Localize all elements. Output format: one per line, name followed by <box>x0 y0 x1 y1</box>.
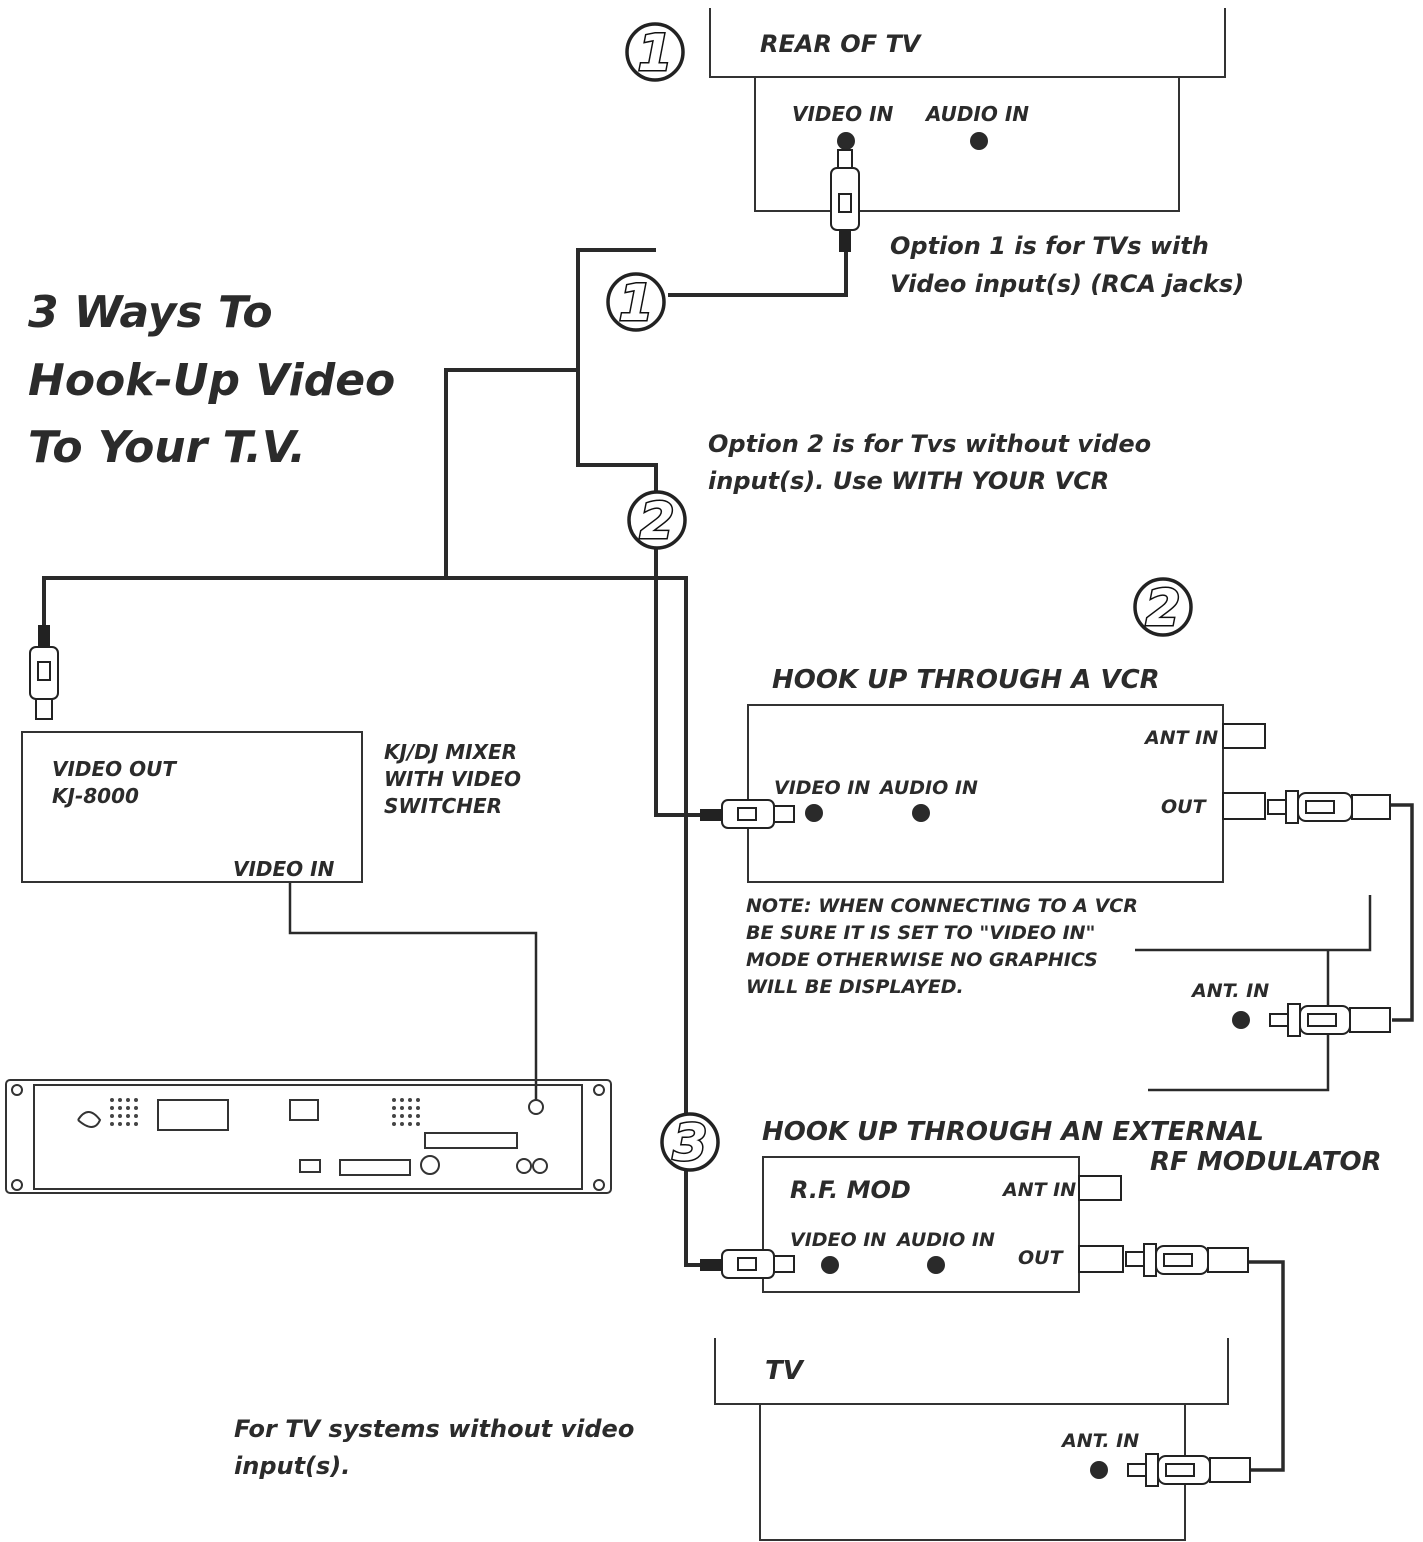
rear-tv-video-in-label: VIDEO IN <box>792 102 894 126</box>
rear-of-tv: REAR OF TV VIDEO IN AUDIO IN <box>709 8 1226 252</box>
tv2-coax-plug-icon <box>1269 1003 1391 1037</box>
diagram-title-line3: To Your T.V. <box>28 422 306 473</box>
vcr-box: ANT IN VIDEO IN AUDIO IN OUT <box>747 704 1266 883</box>
marker-3-cable-label: 3 <box>673 1114 708 1172</box>
option2-text-line2: input(s). Use WITH YOUR VCR <box>708 467 1109 495</box>
diagram-title-line1: 3 Ways To <box>28 287 273 338</box>
rf-heading-line2: RF MODULATOR <box>1150 1147 1382 1177</box>
mixer-video-in-label: VIDEO IN <box>233 857 335 881</box>
rack-unit-illustration <box>5 1079 612 1194</box>
rf-mod-title: R.F. MOD <box>790 1176 911 1204</box>
note-line3: MODE OTHERWISE NO GRAPHICS <box>746 949 1098 971</box>
marker-1-top-label: 1 <box>638 24 673 82</box>
vcr-out-coax-plug-icon <box>1267 790 1391 824</box>
vcr-rca-plug-icon <box>700 799 795 829</box>
mixer-desc-line3: SWITCHER <box>384 794 502 818</box>
rf-audio-jack <box>927 1256 945 1274</box>
tv2-ant-jack <box>1232 1011 1250 1029</box>
tv-option3: TV ANT. IN <box>714 1338 1229 1541</box>
vcr-video-in-label: VIDEO IN <box>774 777 870 799</box>
rf-out-label: OUT <box>1018 1247 1065 1269</box>
rear-tv-video-jack <box>837 132 855 150</box>
vcr-heading: HOOK UP THROUGH A VCR <box>772 665 1160 695</box>
mixer-video-out-label: VIDEO OUT <box>52 757 177 781</box>
tv3-ant-jack <box>1090 1461 1108 1479</box>
marker-3-cable: 3 <box>660 1112 720 1174</box>
option2-text-line1: Option 2 is for Tvs without video <box>708 430 1151 458</box>
rear-tv-title: REAR OF TV <box>760 30 923 58</box>
tv3-ant-in-label: ANT. IN <box>1060 1430 1139 1452</box>
rf-heading-line1: HOOK UP THROUGH AN EXTERNAL <box>762 1117 1264 1147</box>
rf-out-connector <box>1078 1245 1124 1273</box>
vcr-out-connector <box>1222 792 1266 820</box>
marker-2-vcr-label: 2 <box>1146 579 1181 637</box>
option1-text-line2: Video input(s) (RCA jacks) <box>890 270 1244 298</box>
mixer-box: VIDEO OUT KJ-8000 VIDEO IN <box>21 731 363 883</box>
vcr-audio-in-label: AUDIO IN <box>878 777 978 799</box>
vcr-ant-in-connector <box>1222 723 1266 749</box>
cable-network <box>42 248 1414 1472</box>
mixer-desc-line1: KJ/DJ MIXER <box>384 740 517 764</box>
option3-text-line2: input(s). <box>234 1452 350 1480</box>
marker-1-cable: 1 <box>606 272 666 334</box>
rf-audio-in-label: AUDIO IN <box>895 1229 995 1251</box>
marker-1-top: 1 <box>625 22 685 84</box>
tv3-title: TV <box>765 1356 805 1386</box>
rca-plug-icon <box>830 149 860 252</box>
rear-tv-audio-jack <box>970 132 988 150</box>
marker-1-cable-label: 1 <box>619 274 654 332</box>
tv3-coax-plug-icon <box>1127 1453 1251 1487</box>
mixer-model-label: KJ-8000 <box>52 784 139 808</box>
option3-text-line1: For TV systems without video <box>234 1415 634 1443</box>
rf-ant-in-label: ANT IN <box>1001 1179 1076 1201</box>
marker-2-vcr: 2 <box>1133 577 1193 639</box>
vcr-video-jack <box>805 804 823 822</box>
vcr-ant-in-label: ANT IN <box>1143 727 1218 749</box>
marker-2-cable-label: 2 <box>640 492 675 550</box>
mixer-rca-plug-icon <box>29 625 59 720</box>
tv2-ant-in-label: ANT. IN <box>1190 980 1269 1002</box>
note-line2: BE SURE IT IS SET TO "VIDEO IN" <box>746 922 1095 944</box>
rf-video-in-label: VIDEO IN <box>790 1229 886 1251</box>
rf-ant-in-connector <box>1078 1175 1122 1201</box>
note-line1: NOTE: WHEN CONNECTING TO A VCR <box>746 895 1138 917</box>
rear-tv-audio-in-label: AUDIO IN <box>924 102 1029 126</box>
vcr-out-label: OUT <box>1161 796 1208 818</box>
rf-mod-box: R.F. MOD ANT IN VIDEO IN AUDIO IN OUT <box>762 1156 1124 1293</box>
rf-rca-plug-icon <box>700 1249 795 1279</box>
vcr-audio-jack <box>912 804 930 822</box>
diagram-title-line2: Hook-Up Video <box>28 355 395 406</box>
rf-video-jack <box>821 1256 839 1274</box>
note-line4: WILL BE DISPLAYED. <box>746 976 964 998</box>
marker-2-cable: 2 <box>627 490 687 552</box>
rf-out-coax-plug-icon <box>1125 1243 1249 1277</box>
option1-text-line1: Option 1 is for TVs with <box>890 232 1209 260</box>
mixer-desc-line2: WITH VIDEO <box>384 767 521 791</box>
